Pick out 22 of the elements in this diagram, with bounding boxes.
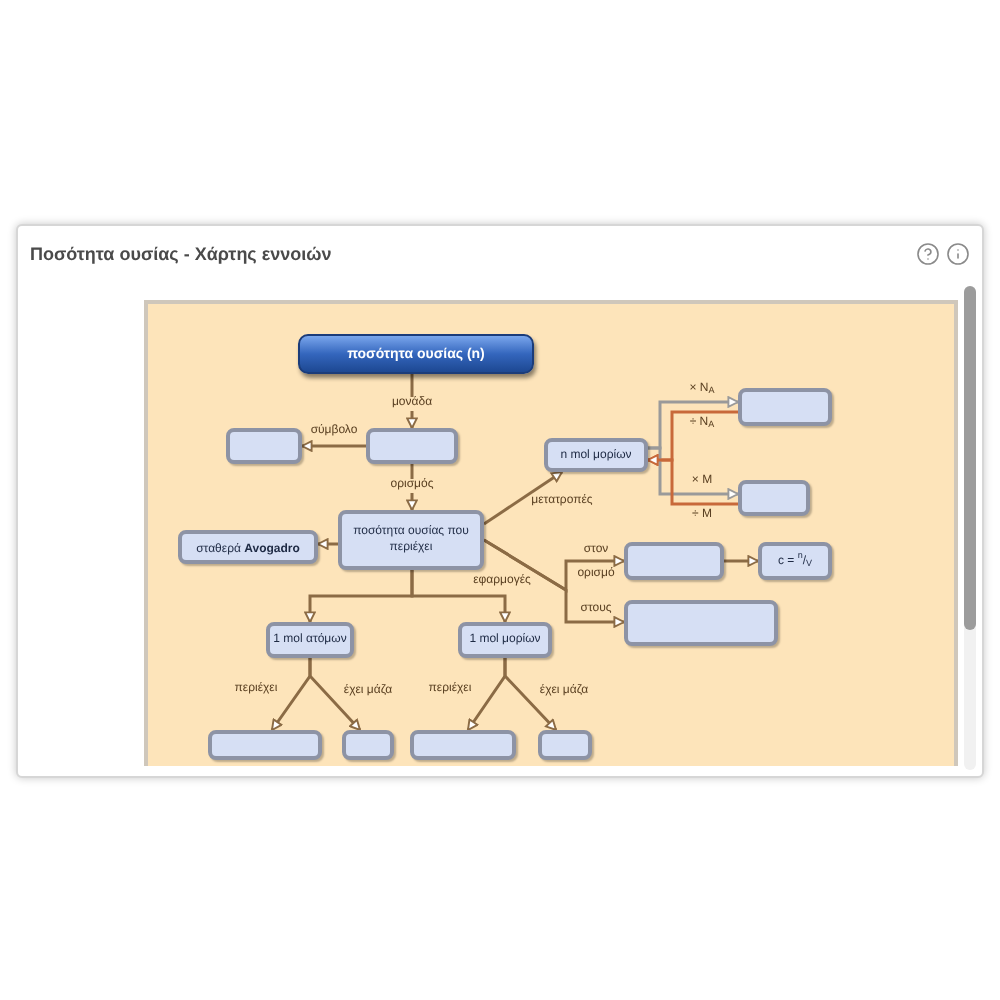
empty-concept-node [226,428,302,464]
empty-concept-node [208,730,322,760]
connector-arrow [410,570,511,623]
empty-concept-node [738,480,810,516]
connector-arrow [648,446,739,500]
connector-arrow [647,454,738,506]
connector-arrow [308,658,362,731]
empty-concept-node [366,428,458,464]
empty-concept-node [624,542,724,580]
connector-arrow [483,470,563,526]
empty-concept-node [410,730,516,760]
connector-arrow [317,538,338,550]
connector-arrow [724,555,759,567]
connector-arrow [503,658,558,732]
empty-concept-node [538,730,592,760]
connector-arrow [406,464,418,511]
empty-concept-node [342,730,394,760]
connector-arrow [483,538,625,628]
empty-concept-node [624,600,778,646]
panel-title: Ποσότητα ουσίας - Χάρτης εννοιών [30,244,332,266]
connector-arrow [301,440,366,452]
empty-concept-node [738,388,832,426]
